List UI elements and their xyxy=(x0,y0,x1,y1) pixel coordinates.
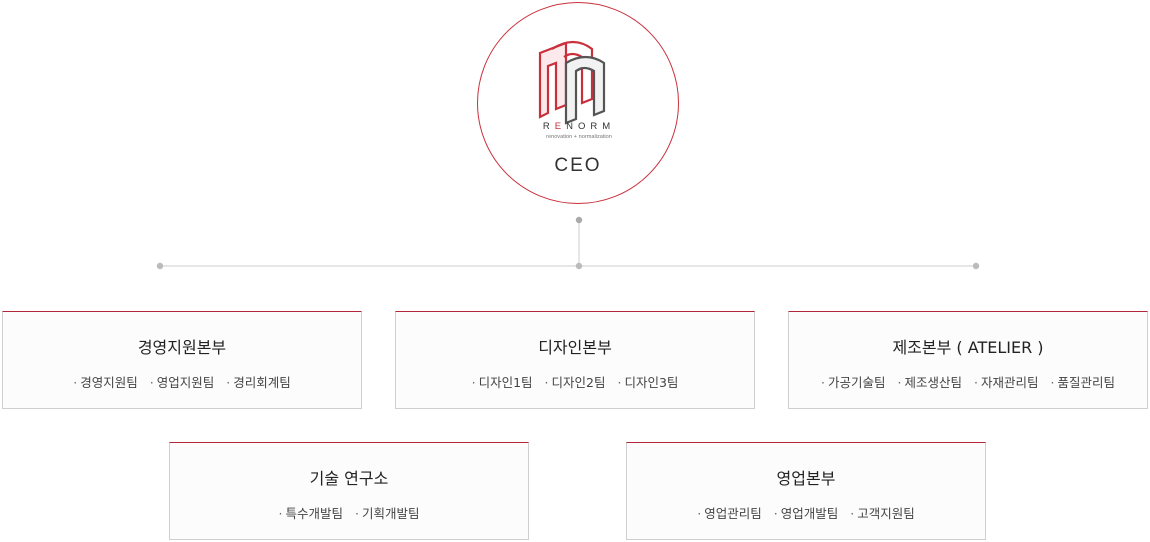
team-item: ·경영지원팀 xyxy=(73,375,138,390)
bullet-icon: · xyxy=(773,506,778,521)
team-item: ·디자인2팀 xyxy=(544,375,606,390)
bullet-icon: · xyxy=(973,375,978,390)
bullet-icon: · xyxy=(544,375,549,390)
connector-node xyxy=(575,216,583,224)
division-title: 영업본부 xyxy=(776,469,836,488)
team-item: ·경리회계팀 xyxy=(226,375,291,390)
team-item: ·고객지원팀 xyxy=(850,506,915,521)
team-item: ·디자인3팀 xyxy=(617,375,679,390)
connector-node xyxy=(972,262,980,270)
bullet-icon: · xyxy=(821,375,825,390)
division-title: 경영지원본부 xyxy=(137,338,227,357)
division-box-sales: 영업본부 ·영업관리팀 ·영업개발팀 ·고객지원팀 xyxy=(626,442,986,540)
team-list: ·특수개발팀 ·기획개발팀 xyxy=(170,503,528,522)
team-item: ·영업개발팀 xyxy=(773,506,839,521)
org-connectors xyxy=(156,216,980,270)
team-item: ·자재관리팀 xyxy=(973,375,1039,390)
division-title: 제조본부 ( ATELIER ) xyxy=(892,338,1044,357)
bullet-icon: · xyxy=(697,506,702,521)
bullet-icon: · xyxy=(149,375,154,390)
division-box-design: 디자인본부 ·디자인1팀 ·디자인2팀 ·디자인3팀 xyxy=(395,311,755,409)
division-title: 디자인본부 xyxy=(538,338,612,357)
bullet-icon: · xyxy=(897,375,902,390)
logo-brand-text: RENORM xyxy=(543,121,615,132)
team-item: ·제조생산팀 xyxy=(897,375,963,390)
team-item: ·품질관리팀 xyxy=(1050,375,1115,390)
team-item: ·디자인1팀 xyxy=(471,375,533,390)
team-item: ·가공기술팀 xyxy=(821,375,886,390)
division-title: 기술 연구소 xyxy=(309,469,389,488)
ceo-label: CEO xyxy=(554,155,602,176)
connector-node xyxy=(575,262,583,270)
bullet-icon: · xyxy=(278,506,283,521)
bullet-icon: · xyxy=(354,506,359,521)
bullet-icon: · xyxy=(73,375,78,390)
team-item: ·영업지원팀 xyxy=(149,375,215,390)
team-list: ·디자인1팀 ·디자인2팀 ·디자인3팀 xyxy=(396,372,754,391)
logo-tagline-text: renovation + normalization xyxy=(546,134,612,140)
bullet-icon: · xyxy=(471,375,476,390)
division-box-research: 기술 연구소 ·특수개발팀 ·기획개발팀 xyxy=(169,442,529,540)
team-list: ·영업관리팀 ·영업개발팀 ·고객지원팀 xyxy=(627,503,985,522)
bullet-icon: · xyxy=(617,375,622,390)
bullet-icon: · xyxy=(1050,375,1055,390)
division-box-management: 경영지원본부 ·경영지원팀 ·영업지원팀 ·경리회계팀 xyxy=(2,311,362,409)
team-item: ·기획개발팀 xyxy=(354,506,420,521)
connector-node xyxy=(156,262,164,270)
bullet-icon: · xyxy=(226,375,231,390)
renorm-logo: RENORM renovation + normalization xyxy=(538,40,615,140)
division-box-manufacturing: 제조본부 ( ATELIER ) ·가공기술팀 ·제조생산팀 ·자재관리팀 ·품… xyxy=(788,311,1148,409)
team-item: ·특수개발팀 xyxy=(278,506,344,521)
ceo-node: RENORM renovation + normalization CEO xyxy=(477,2,679,204)
team-list: ·경영지원팀 ·영업지원팀 ·경리회계팀 xyxy=(3,372,361,391)
team-list: ·가공기술팀 ·제조생산팀 ·자재관리팀 ·품질관리팀 xyxy=(789,372,1147,391)
team-item: ·영업관리팀 xyxy=(697,506,762,521)
bullet-icon: · xyxy=(850,506,855,521)
